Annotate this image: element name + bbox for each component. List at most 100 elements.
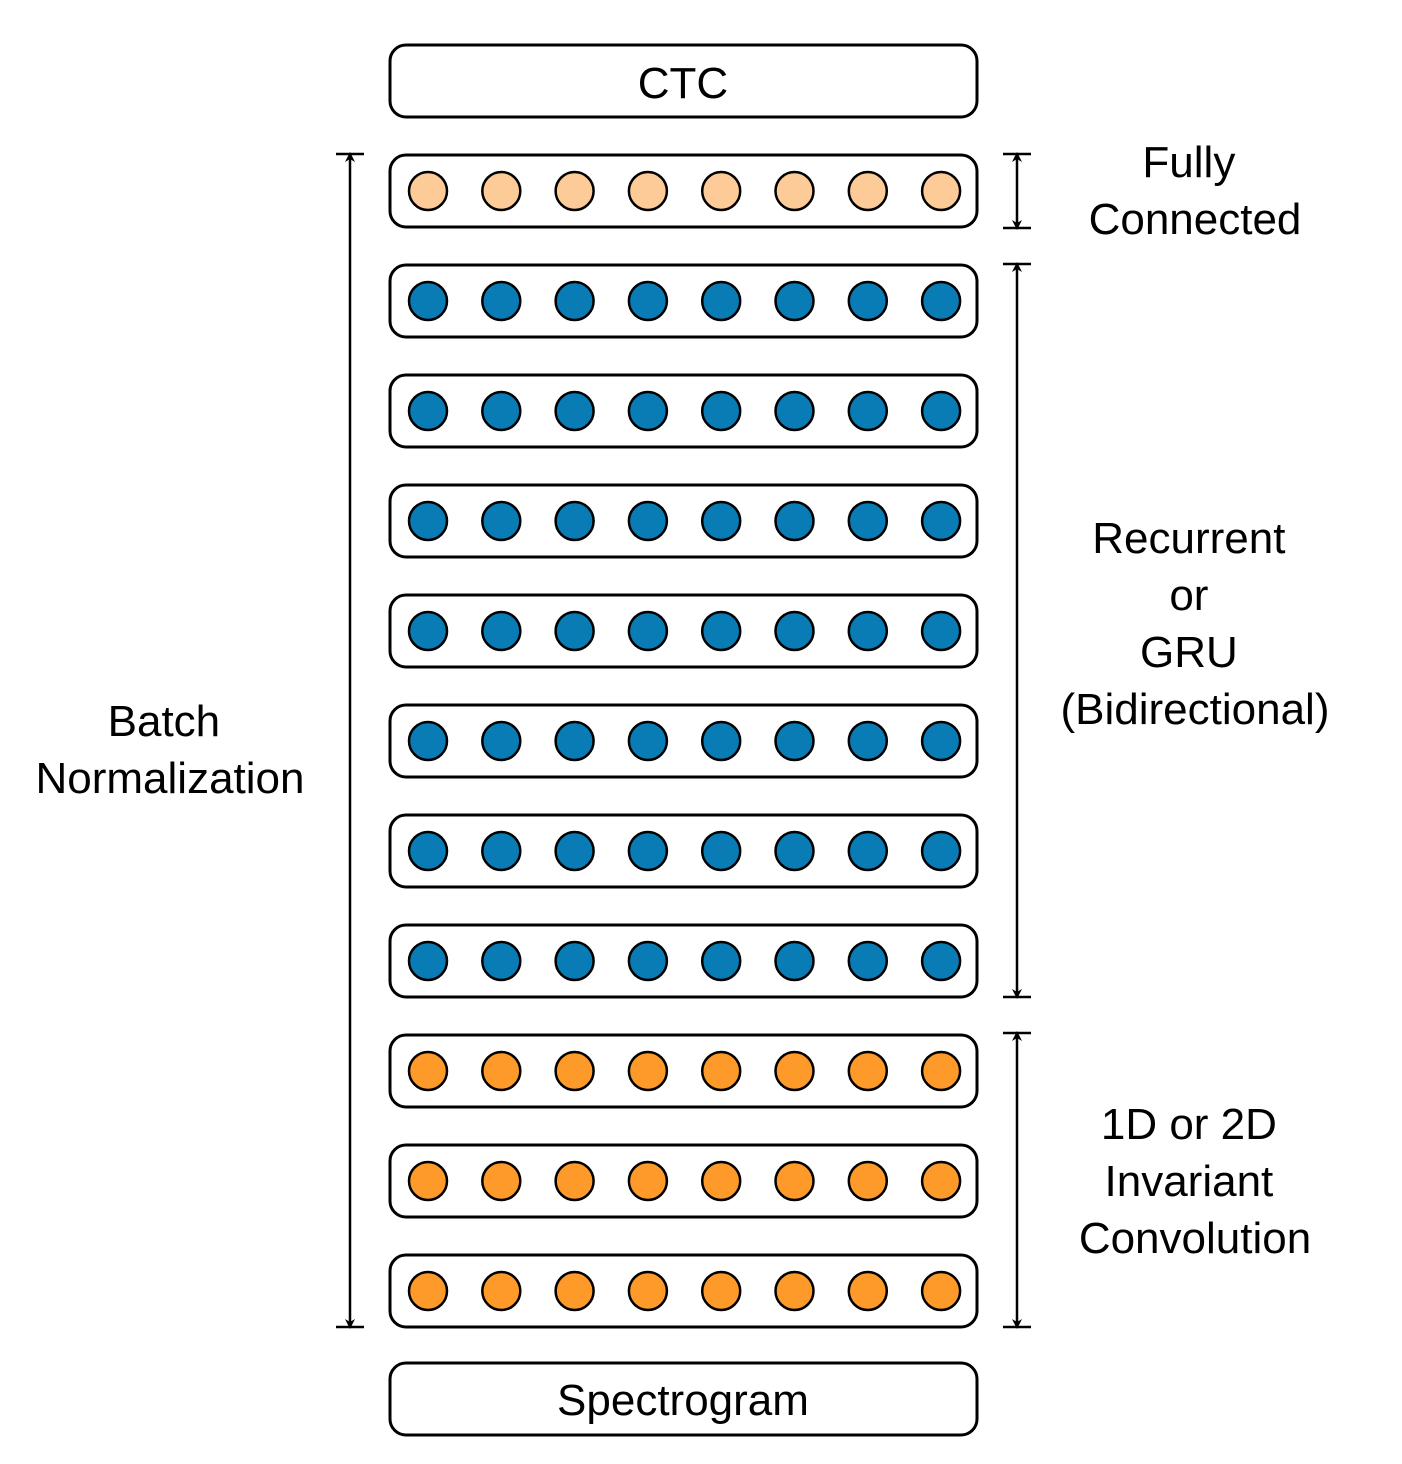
layer-box (388, 1143, 979, 1219)
layer-recurrent-2 (388, 373, 979, 449)
neuron-recurrent (407, 280, 449, 322)
neuron-recurrent (481, 390, 522, 432)
neuron-fully-connected (700, 170, 742, 212)
neuron-recurrent (847, 720, 889, 762)
neuron-recurrent (407, 830, 449, 872)
layer-box (388, 483, 979, 559)
neuron-recurrent (554, 500, 595, 542)
neuron-fully-connected (774, 170, 815, 212)
neuron-recurrent (554, 390, 595, 432)
neuron-recurrent (700, 610, 742, 652)
fully-connected-span (1003, 152, 1031, 230)
neuron-recurrent (481, 280, 522, 322)
neuron-recurrent (920, 280, 962, 322)
neuron-fully-connected (920, 170, 962, 212)
convolution-label: 1D or 2D Invariant Convolution (1079, 1100, 1311, 1263)
neuron-recurrent (847, 830, 889, 872)
neuron-convolution (700, 1050, 742, 1092)
neuron-convolution (700, 1270, 742, 1312)
ctc-box: CTC (388, 43, 979, 119)
neuron-recurrent (554, 610, 595, 652)
spectrogram-label: Spectrogram (557, 1376, 809, 1425)
layer-recurrent-4 (388, 593, 979, 669)
neuron-convolution (847, 1270, 889, 1312)
layer-fully-connected-0 (388, 153, 979, 229)
neuron-recurrent (554, 940, 595, 982)
neuron-convolution (847, 1050, 889, 1092)
neuron-recurrent (700, 940, 742, 982)
neuron-recurrent (700, 500, 742, 542)
batch-norm-span (336, 152, 364, 1329)
neuron-convolution (847, 1160, 889, 1202)
neuron-recurrent (481, 610, 522, 652)
layer-box (388, 1253, 979, 1329)
neuron-recurrent (554, 830, 595, 872)
neuron-recurrent (774, 280, 815, 322)
ctc-label: CTC (638, 59, 728, 108)
layer-box (388, 593, 979, 669)
neuron-recurrent (774, 500, 815, 542)
neuron-recurrent (627, 390, 669, 432)
neuron-recurrent (700, 720, 742, 762)
neuron-recurrent (774, 610, 815, 652)
layer-box (388, 263, 979, 339)
neuron-recurrent (627, 720, 669, 762)
neuron-convolution (774, 1160, 815, 1202)
neuron-recurrent (407, 500, 449, 542)
neuron-recurrent (627, 830, 669, 872)
layer-box (388, 923, 979, 999)
layer-recurrent-7 (388, 923, 979, 999)
layer-recurrent-5 (388, 703, 979, 779)
neuron-recurrent (920, 720, 962, 762)
layer-box (388, 1033, 979, 1109)
neuron-recurrent (774, 830, 815, 872)
neuron-recurrent (407, 610, 449, 652)
layer-convolution-8 (388, 1033, 979, 1109)
neuron-fully-connected (847, 170, 889, 212)
neuron-convolution (481, 1050, 522, 1092)
neuron-recurrent (847, 280, 889, 322)
neuron-recurrent (481, 830, 522, 872)
neuron-recurrent (920, 940, 962, 982)
layer-box (388, 373, 979, 449)
neuron-recurrent (847, 500, 889, 542)
recurrent-label: Recurrent or GRU (Bidirectional) (1061, 514, 1330, 734)
neuron-convolution (920, 1270, 962, 1312)
neuron-convolution (407, 1050, 449, 1092)
neuron-recurrent (407, 940, 449, 982)
neuron-convolution (920, 1160, 962, 1202)
neuron-recurrent (481, 720, 522, 762)
neuron-convolution (481, 1270, 522, 1312)
neuron-convolution (554, 1160, 595, 1202)
neuron-recurrent (700, 830, 742, 872)
neuron-recurrent (920, 830, 962, 872)
neuron-recurrent (627, 500, 669, 542)
fully-connected-label: Fully Connected (1089, 138, 1302, 244)
neuron-recurrent (774, 940, 815, 982)
neuron-convolution (920, 1050, 962, 1092)
neuron-convolution (774, 1050, 815, 1092)
recurrent-span (1003, 262, 1031, 999)
layer-recurrent-3 (388, 483, 979, 559)
neuron-recurrent (774, 720, 815, 762)
convolution-span (1003, 1031, 1031, 1329)
neuron-fully-connected (481, 170, 522, 212)
neuron-recurrent (481, 500, 522, 542)
neuron-fully-connected (407, 170, 449, 212)
neuron-recurrent (554, 720, 595, 762)
layer-stack (388, 153, 979, 1329)
layer-recurrent-6 (388, 813, 979, 889)
neuron-recurrent (847, 610, 889, 652)
neuron-recurrent (920, 500, 962, 542)
neuron-recurrent (481, 940, 522, 982)
neuron-convolution (774, 1270, 815, 1312)
neuron-convolution (700, 1160, 742, 1202)
neuron-convolution (554, 1050, 595, 1092)
layer-box (388, 813, 979, 889)
neuron-convolution (407, 1160, 449, 1202)
neuron-convolution (627, 1270, 669, 1312)
neuron-recurrent (407, 720, 449, 762)
neuron-convolution (627, 1160, 669, 1202)
layer-box (388, 153, 979, 229)
neuron-recurrent (407, 390, 449, 432)
